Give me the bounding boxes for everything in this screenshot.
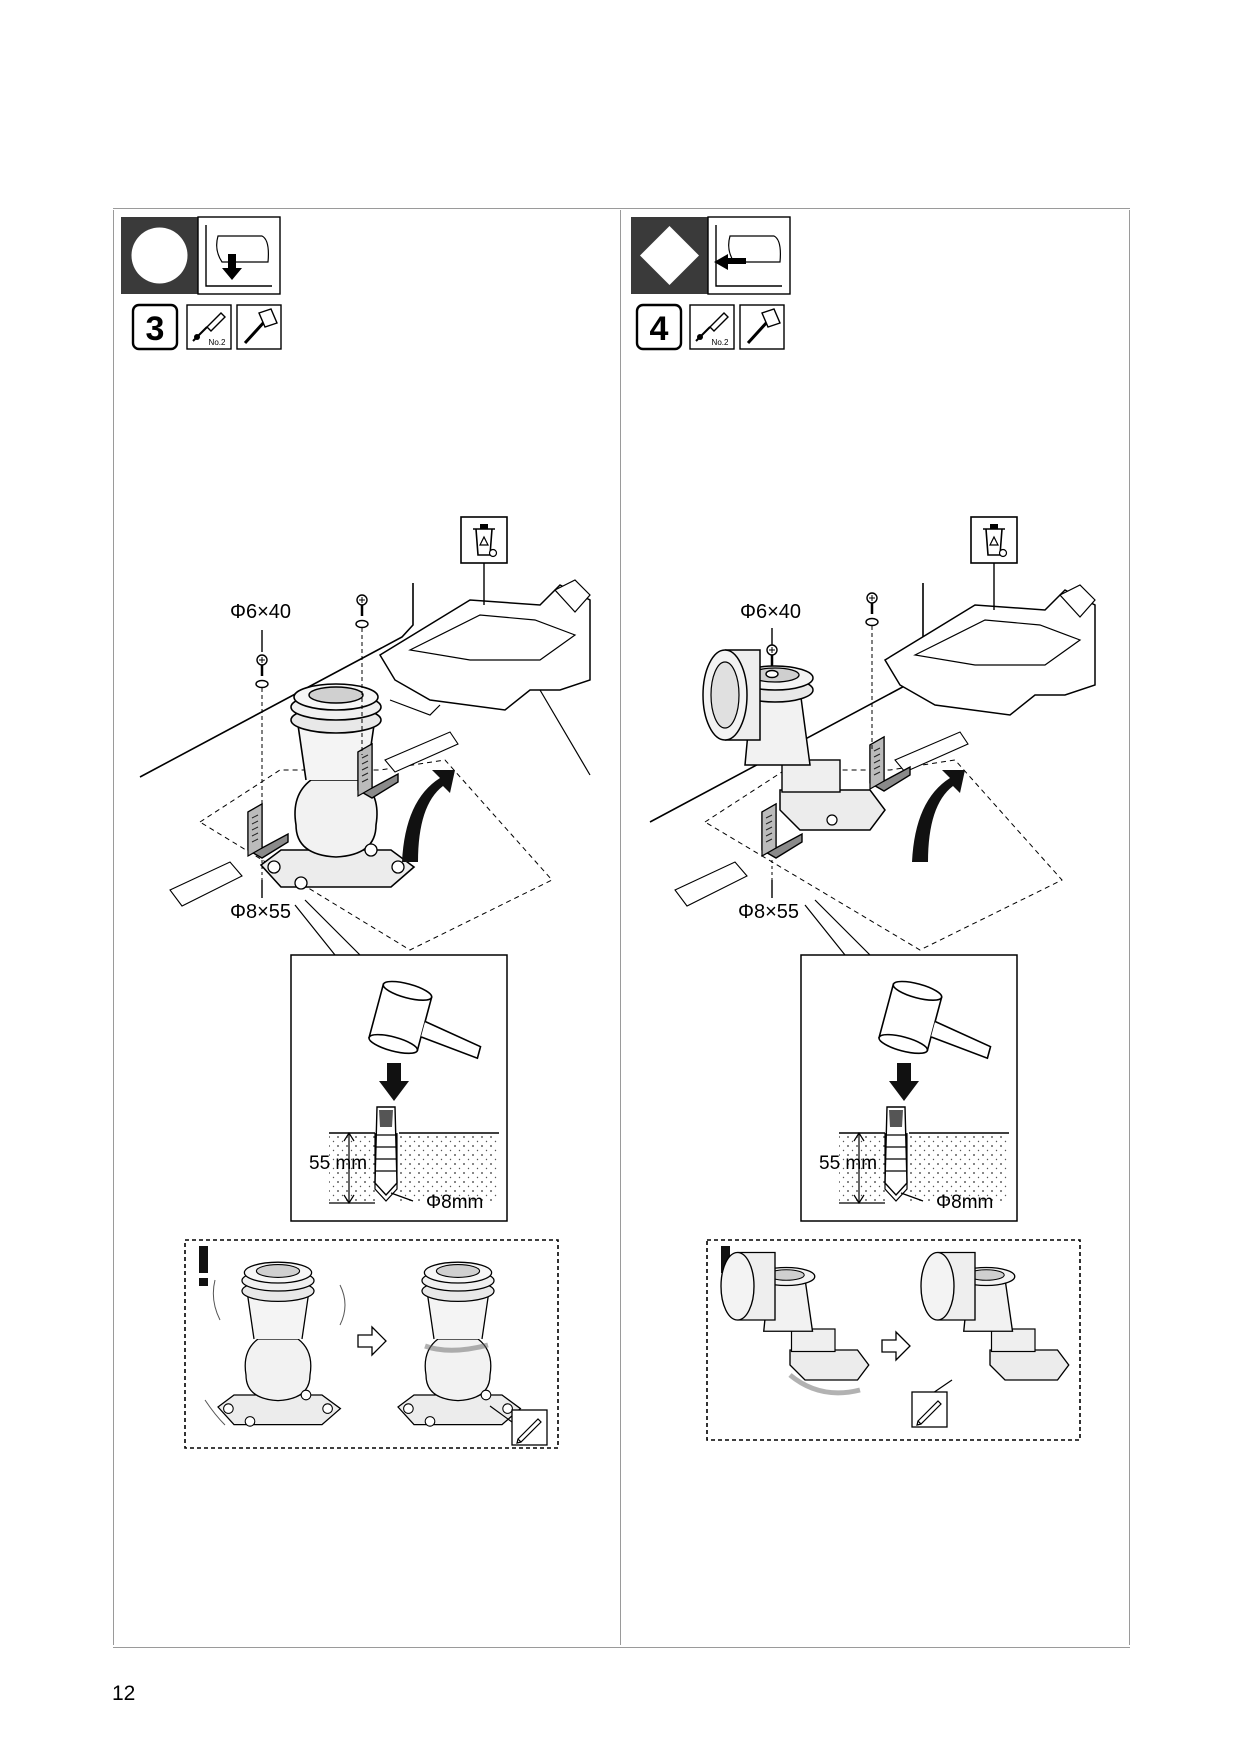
drill-diameter-label: Φ8mm: [936, 1192, 993, 1213]
screw-size-label: Φ6×40: [230, 601, 291, 623]
wall-outlet-left-arrow-icon: [707, 216, 791, 295]
right-border: [1129, 210, 1130, 1645]
top-rule: [113, 208, 1130, 209]
recycle-bin-icon: [460, 516, 508, 564]
rotate-arrow-icon: [912, 770, 965, 862]
hammer-icon: [235, 303, 283, 351]
step-number-badge: 3: [131, 303, 179, 351]
page-number: 12: [112, 1682, 136, 1705]
left-border: [113, 210, 114, 1645]
anchor-size-label: Φ8×55: [230, 901, 291, 923]
recycle-bin-icon: [970, 516, 1018, 564]
depth-label: 55 mm: [819, 1153, 877, 1174]
packaging-cardboard: [883, 584, 1096, 716]
packaging-cardboard: [378, 579, 591, 776]
diamond-icon: [640, 226, 699, 285]
rotate-arrow-icon: [402, 770, 455, 862]
caution-box: [184, 1239, 559, 1449]
hammer-icon: [738, 303, 786, 351]
next-arrow-icon: [357, 1325, 387, 1357]
bracket-back: [357, 743, 399, 799]
step-3-panel: 3 No.2: [121, 216, 591, 1449]
screwdriver-size-label: No.2: [712, 338, 729, 347]
screwdriver-icon: No.2: [186, 304, 232, 350]
svg-text:3: 3: [146, 310, 165, 348]
circle-icon: [131, 227, 188, 284]
hammer-anchor-detail: 55 mm Φ8mm: [290, 954, 508, 1222]
hammer-anchor-detail: 55 mm Φ8mm: [800, 954, 1018, 1222]
drill-diameter-label: Φ8mm: [426, 1192, 483, 1213]
pencil-icon: [911, 1391, 948, 1428]
screw-size-label: Φ6×40: [740, 601, 801, 623]
caution-box: [706, 1239, 1081, 1441]
screwdriver-icon: No.2: [689, 304, 735, 350]
depth-label: 55 mm: [309, 1153, 367, 1174]
step-number-badge: 4: [635, 303, 683, 351]
instruction-illustrations: 3 No.2: [121, 216, 1096, 1449]
step-4-panel: 4 No.2: [631, 216, 1096, 1441]
pencil-icon: [511, 1409, 548, 1446]
floor-outlet-down-arrow-icon: [197, 216, 281, 295]
screwdriver-size-label: No.2: [209, 338, 226, 347]
anchor-size-label: Φ8×55: [738, 901, 799, 923]
warning-exclamation-icon: [199, 1246, 208, 1286]
svg-text:4: 4: [650, 310, 669, 348]
wall-outlet-elbow-pipe: [702, 649, 886, 831]
next-arrow-icon: [881, 1330, 911, 1362]
center-divider: [620, 210, 621, 1645]
bottom-rule: [113, 1647, 1130, 1648]
